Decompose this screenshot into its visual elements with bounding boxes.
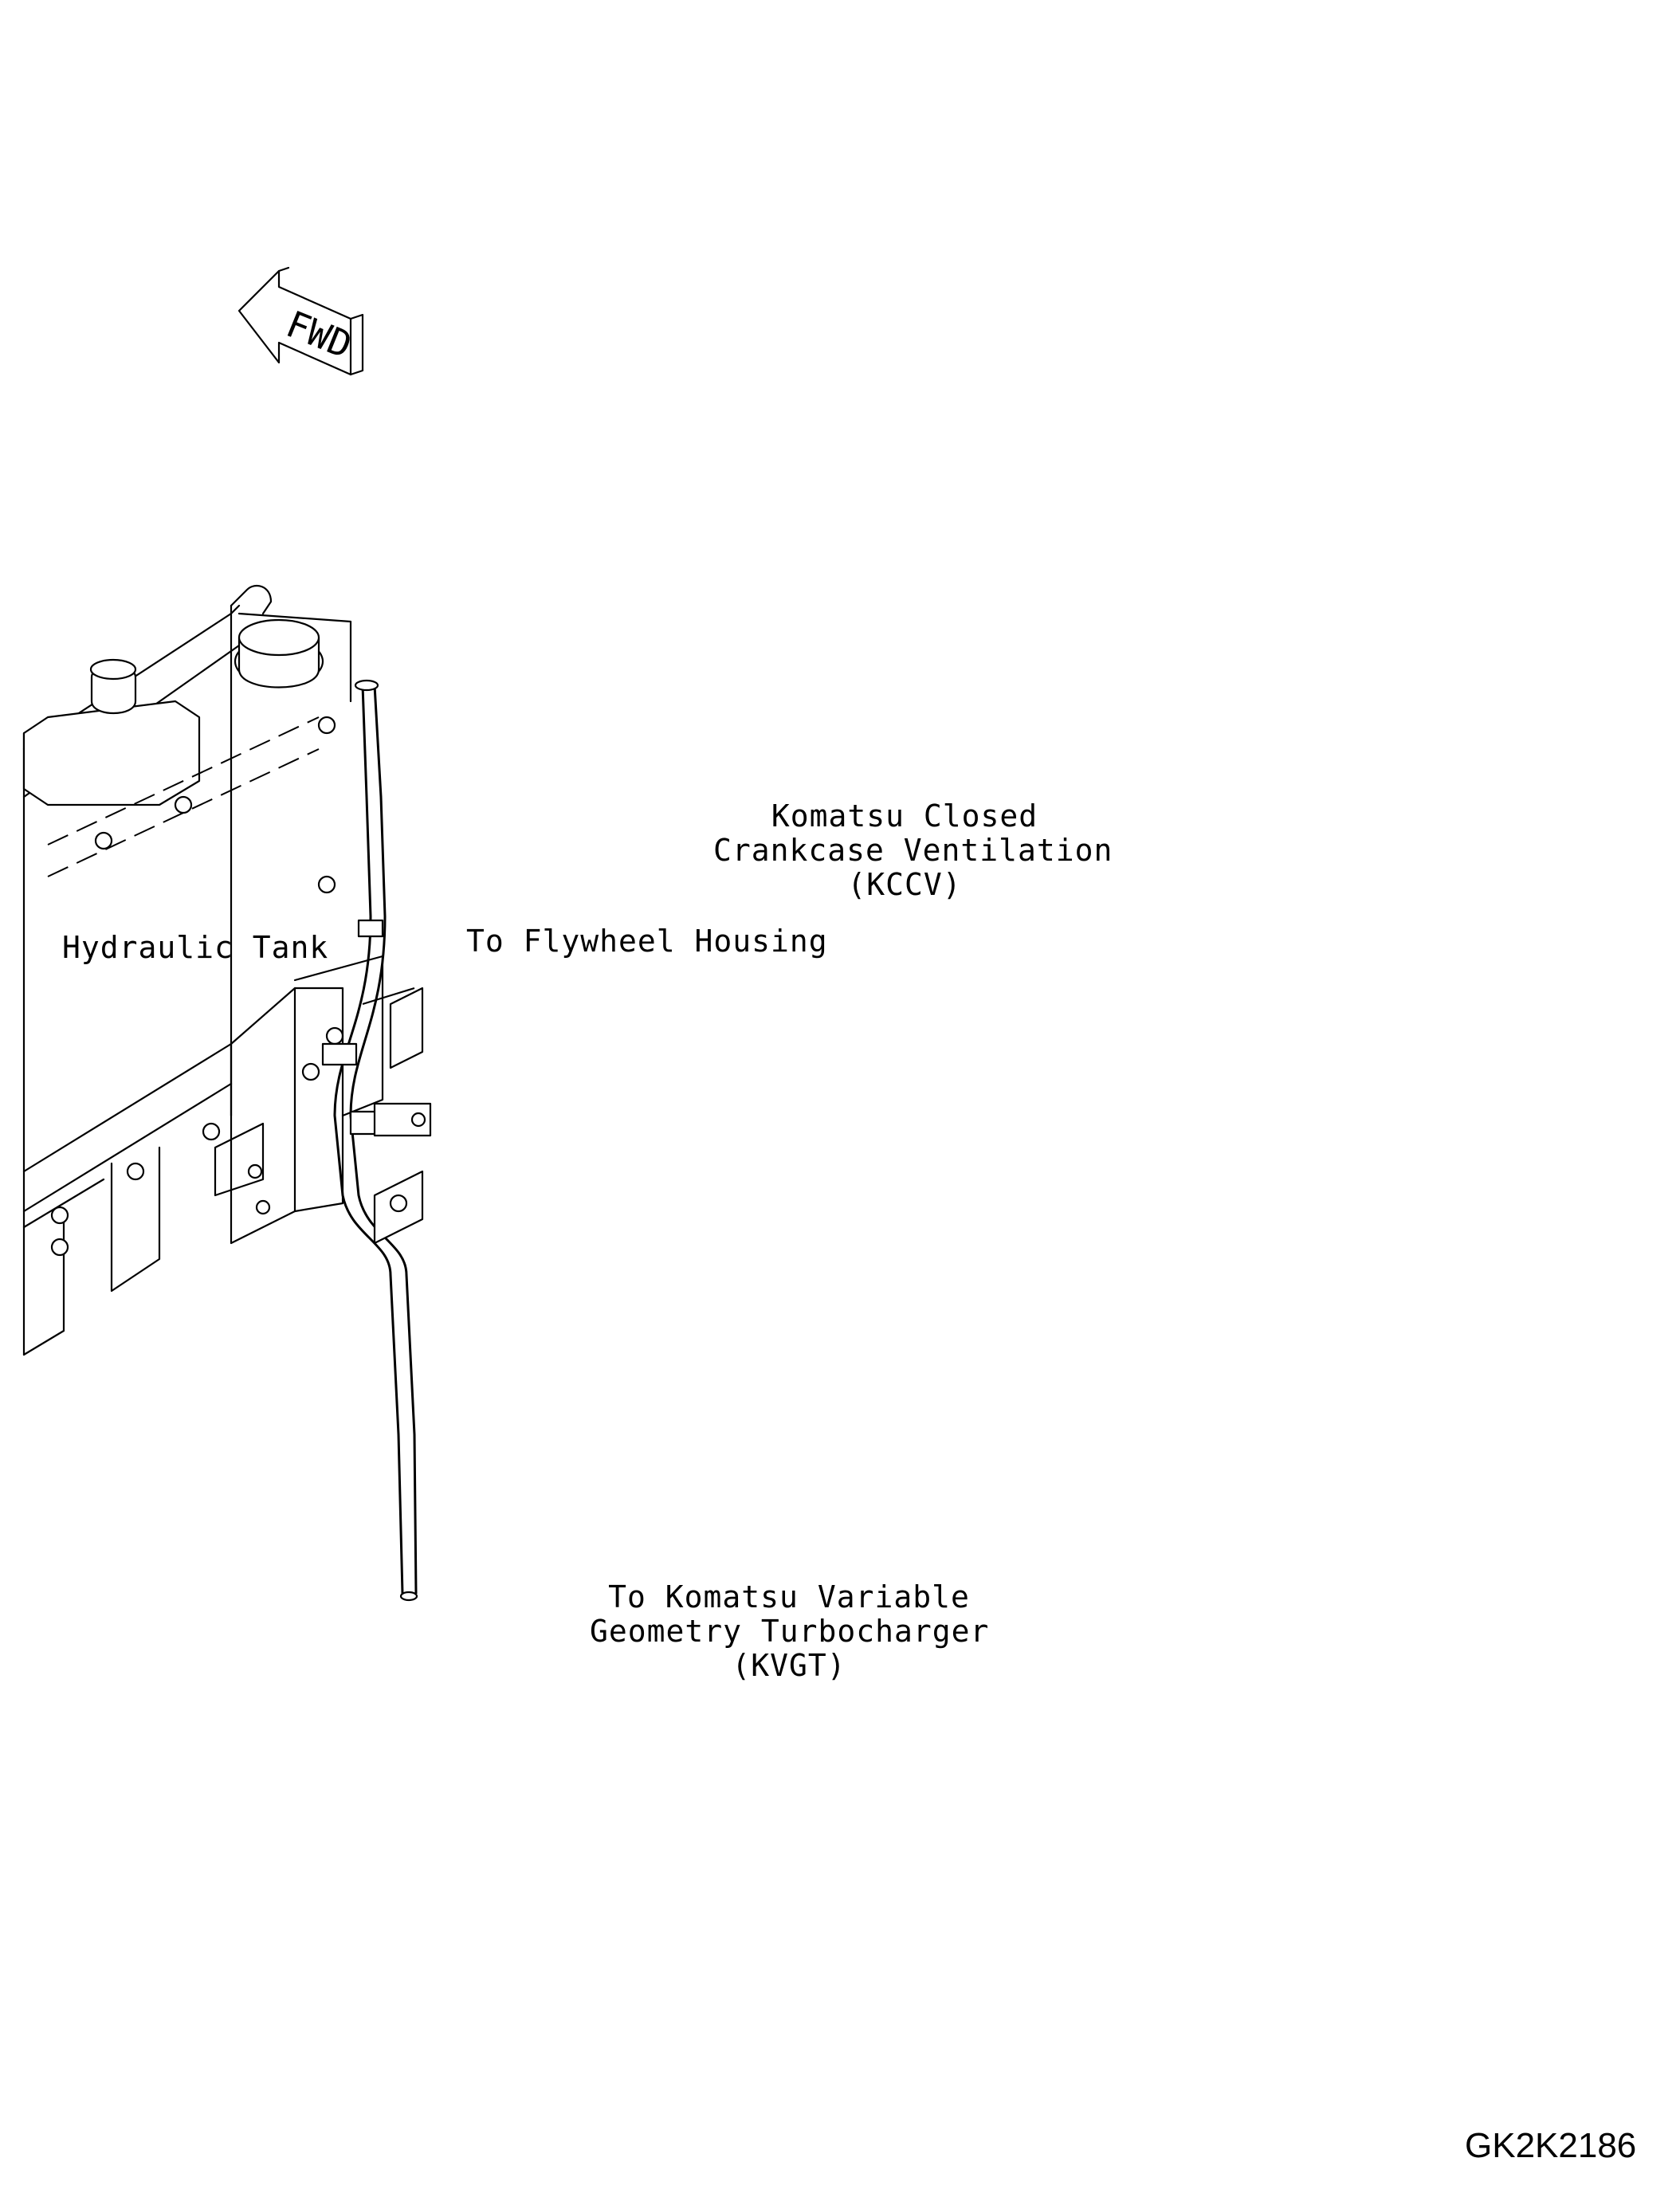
kccv-label-line1: Komatsu Closed [771,798,1038,834]
hydraulic-tank-label: Hydraulic Tank [62,930,329,965]
kccv-label-line3: (KCCV) [847,867,962,902]
fwd-arrow-icon: FWD [237,266,364,376]
breather-icon [230,584,324,689]
kccv-label-line2: Crankcase Ventilation [713,833,1113,868]
flywheel-housing-label: To Flywheel Housing [466,924,828,959]
kvgt-label-line3: (KVGT) [732,1648,846,1683]
dipstick-tube [321,679,432,1602]
kvgt-label-line1: To Komatsu Variable [608,1579,970,1614]
kvgt-label: To Komatsu Variable Geometry Turbocharge… [590,1580,988,1683]
hydraulic-tank [22,584,432,1602]
tank-bolts [50,716,344,1257]
kvgt-label-line2: Geometry Turbocharger [590,1614,990,1649]
drawing-code: GK2K2186 [1465,2126,1637,2165]
kccv-label: Komatsu Closed Crankcase Ventilation (KC… [713,798,1113,902]
filler-cap-icon [22,658,201,806]
fwd-label: FWD [281,302,358,367]
